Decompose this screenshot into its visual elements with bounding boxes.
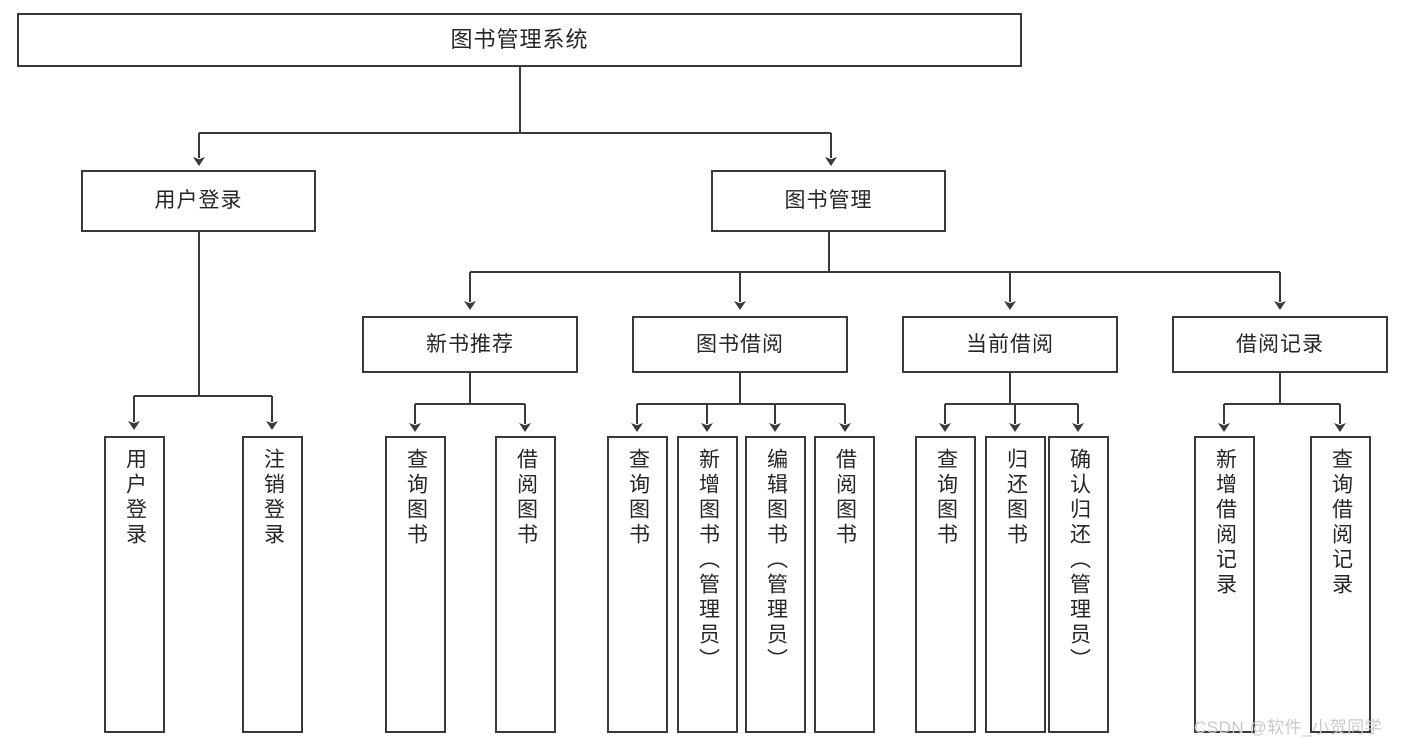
node-label: 图书管理系统 <box>450 26 589 52</box>
node-book-borrow[interactable]: 图书借阅 <box>632 316 848 373</box>
node-leaf-query-book-1[interactable]: 查询图书 <box>385 436 446 733</box>
node-leaf-edit-book[interactable]: 编辑图书（管理员） <box>745 436 806 733</box>
node-leaf-confirm-return[interactable]: 确认归还（管理员） <box>1048 436 1109 733</box>
node-leaf-logout[interactable]: 注销登录 <box>242 436 303 733</box>
node-leaf-user-login[interactable]: 用户登录 <box>104 436 165 733</box>
node-label: 图书管理 <box>784 189 873 213</box>
node-borrow-record[interactable]: 借阅记录 <box>1172 316 1388 373</box>
node-label: 新增图书（管理员） <box>696 448 720 673</box>
node-leaf-query-book-3[interactable]: 查询图书 <box>915 436 976 733</box>
node-label: 查询图书 <box>934 448 958 548</box>
node-leaf-borrow-book-1[interactable]: 借阅图书 <box>495 436 556 733</box>
node-book-manage[interactable]: 图书管理 <box>711 170 946 232</box>
node-label: 编辑图书（管理员） <box>764 448 788 673</box>
node-label: 查询图书 <box>404 448 428 548</box>
node-label: 用户登录 <box>154 189 243 213</box>
node-label: 归还图书 <box>1004 448 1028 548</box>
node-label: 用户登录 <box>123 448 147 548</box>
node-label: 当前借阅 <box>966 332 1054 356</box>
node-user-login[interactable]: 用户登录 <box>81 170 316 232</box>
node-label: 查询图书 <box>626 448 650 548</box>
node-label: 确认归还（管理员） <box>1067 448 1091 673</box>
node-leaf-add-book[interactable]: 新增图书（管理员） <box>677 436 738 733</box>
node-root-system[interactable]: 图书管理系统 <box>17 13 1022 67</box>
node-label: 查询借阅记录 <box>1329 448 1353 598</box>
node-label: 图书借阅 <box>696 332 784 356</box>
node-label: 借阅图书 <box>833 448 857 548</box>
node-label: 新书推荐 <box>426 332 514 356</box>
node-label: 借阅记录 <box>1236 332 1324 356</box>
node-new-book-rec[interactable]: 新书推荐 <box>362 316 578 373</box>
node-label: 新增借阅记录 <box>1213 448 1237 598</box>
node-current-borrow[interactable]: 当前借阅 <box>902 316 1118 373</box>
node-leaf-add-record[interactable]: 新增借阅记录 <box>1194 436 1255 733</box>
node-leaf-query-book-2[interactable]: 查询图书 <box>607 436 668 733</box>
node-label: 注销登录 <box>261 448 285 548</box>
node-leaf-borrow-book-2[interactable]: 借阅图书 <box>814 436 875 733</box>
node-leaf-return-book[interactable]: 归还图书 <box>985 436 1046 733</box>
node-leaf-query-record[interactable]: 查询借阅记录 <box>1310 436 1371 733</box>
node-label: 借阅图书 <box>514 448 538 548</box>
